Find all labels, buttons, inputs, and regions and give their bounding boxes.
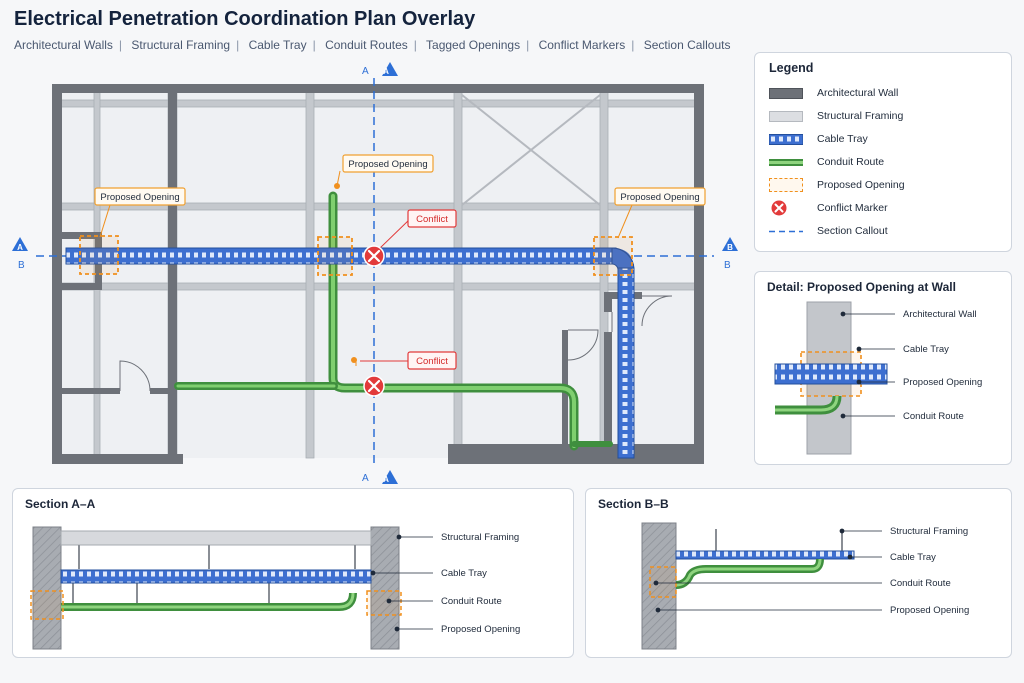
cable-tray-swatch (769, 133, 803, 145)
section-a-label-bottom: A (362, 473, 369, 484)
section-bb-drawing: Structural Framing Cable Tray Conduit Ro… (641, 522, 969, 650)
legend-panel: Legend Architectural Wall Structural Fra… (754, 52, 1012, 252)
section-aa-drawing: Structural Framing Cable Tray Conduit Ro… (30, 526, 520, 650)
plan-floor (56, 88, 700, 458)
legend-item-framing: Structural Framing (769, 108, 903, 124)
section-aa-label-framing: Structural Framing (441, 532, 519, 543)
detail-label-conduit: Conduit Route (903, 411, 964, 422)
svg-text:Proposed Opening: Proposed Opening (100, 192, 179, 203)
conflict-leaders (360, 218, 411, 362)
section-bb-label-conduit: Conduit Route (890, 578, 951, 589)
layer-list: Architectural Walls| Structural Framing|… (14, 38, 731, 52)
section-aa-panel: Section A–A Structural Framing Cable Tra… (12, 488, 574, 658)
conflict-marker-lower[interactable] (363, 375, 385, 397)
section-aa-tray (60, 569, 372, 584)
tag-opening-right[interactable]: Proposed Opening (614, 187, 706, 206)
legend-item-conduit: Conduit Route (769, 154, 884, 170)
section-bb-label-opening: Proposed Opening (890, 605, 969, 616)
door-swings (119, 295, 673, 392)
conduit-routes (174, 183, 613, 451)
layer-sections[interactable]: Section Callouts (643, 38, 731, 52)
section-aa-label-opening: Proposed Opening (441, 624, 520, 635)
tag-conflict-upper[interactable]: Conflict (407, 209, 457, 228)
section-bb-panel: Section B–B Structural Framing Cable Tra… (585, 488, 1012, 658)
section-aa-label-tray: Cable Tray (441, 568, 487, 579)
svg-text:Conflict: Conflict (416, 214, 448, 225)
section-a-label-top: A (362, 66, 369, 77)
tag-conflict-lower[interactable]: Conflict (407, 351, 457, 370)
tag-leaders (99, 170, 633, 366)
svg-text:A: A (383, 67, 389, 76)
section-line-swatch (769, 230, 803, 232)
detail-tray (774, 363, 888, 385)
cable-tray (65, 247, 635, 459)
opening-left[interactable] (79, 235, 119, 275)
framing-swatch (769, 110, 803, 122)
conduit-swatch (769, 158, 803, 166)
section-aa-title: Section A–A (25, 497, 96, 511)
svg-text:Proposed Opening: Proposed Opening (620, 192, 699, 203)
svg-text:B: B (727, 243, 733, 252)
page-title: Electrical Penetration Coordination Plan… (14, 8, 476, 30)
bracing (461, 94, 601, 206)
wall-swatch (769, 87, 803, 99)
opening-swatch (769, 178, 803, 192)
section-a-callout: A A A A (362, 62, 398, 484)
opening-right[interactable] (593, 236, 633, 276)
legend-item-conflict: Conflict Marker (769, 200, 888, 216)
opening-top[interactable] (317, 236, 353, 276)
section-bb-label-framing: Structural Framing (890, 526, 968, 537)
layer-openings[interactable]: Tagged Openings (426, 38, 521, 52)
legend-item-wall: Architectural Wall (769, 85, 898, 101)
legend-item-opening: Proposed Opening (769, 177, 905, 193)
tag-opening-top[interactable]: Proposed Opening (342, 154, 434, 173)
section-b-label-left: B (18, 260, 25, 271)
layer-cable-tray[interactable]: Cable Tray (248, 38, 307, 52)
layer-framing[interactable]: Structural Framing (131, 38, 231, 52)
svg-text:A: A (383, 475, 389, 484)
layer-walls[interactable]: Architectural Walls (14, 38, 113, 52)
legend-item-section: Section Callout (769, 223, 888, 239)
detail-title: Detail: Proposed Opening at Wall (767, 280, 956, 294)
detail-label-opening: Proposed Opening (903, 377, 982, 388)
tag-opening-left[interactable]: Proposed Opening (94, 187, 186, 206)
conflict-marker-upper[interactable] (363, 245, 385, 267)
legend-title: Legend (769, 61, 814, 75)
section-bb-label-tray: Cable Tray (890, 552, 936, 563)
proposed-openings (79, 235, 633, 276)
detail-label-tray: Cable Tray (903, 344, 949, 355)
conflict-x-icon (771, 200, 787, 216)
detail-label-wall: Architectural Wall (903, 309, 977, 320)
section-bb-title: Section B–B (598, 497, 669, 511)
layer-conflicts[interactable]: Conflict Markers (538, 38, 626, 52)
svg-text:A: A (17, 243, 23, 252)
svg-text:Proposed Opening: Proposed Opening (348, 159, 427, 170)
svg-text:Conflict: Conflict (416, 356, 448, 367)
detail-drawing: Architectural Wall Cable Tray Proposed O… (774, 301, 982, 455)
section-bb-tray (675, 550, 855, 560)
layer-conduit[interactable]: Conduit Routes (325, 38, 408, 52)
detail-panel: Detail: Proposed Opening at Wall Archite… (754, 271, 1012, 465)
section-aa-label-conduit: Conduit Route (441, 596, 502, 607)
section-b-label-right: B (724, 260, 731, 271)
legend-item-cable-tray: Cable Tray (769, 131, 868, 147)
